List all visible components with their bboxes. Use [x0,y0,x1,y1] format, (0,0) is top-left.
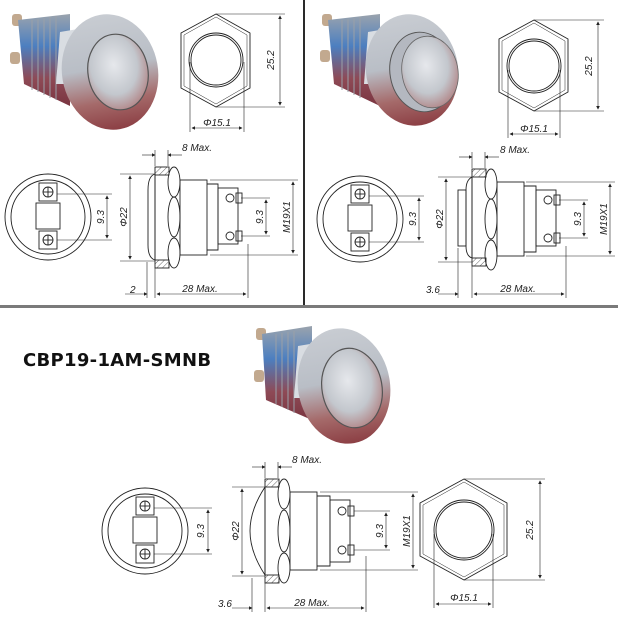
dim-rear-terminal-pitch: 9.3 [96,210,107,224]
front-view-hex [180,13,285,132]
dim-flange-diameter: Φ22 [231,521,242,541]
dim-button-diameter: Φ15.1 [520,124,548,135]
raised-head-button-photo [320,14,459,126]
dim-flange-diameter: Φ22 [435,209,446,229]
dim-thread: M19X1 [282,201,293,233]
dim-body-length: 28 Max. [293,598,330,609]
dim-rear-terminal-pitch: 9.3 [196,524,207,538]
front-view-hex [419,478,545,608]
dim-rear-terminal-pitch: 9.3 [408,212,419,226]
dim-across-flats: 25.2 [525,520,536,541]
dim-flange-diameter: Φ22 [119,207,130,227]
dim-bezel-thickness: 8 Max. [292,455,322,466]
panel-bottom: 9.3 [101,326,545,612]
side-view [120,150,298,298]
dim-side-terminal-pitch: 9.3 [375,524,386,538]
panel-top-right: 25.2 Φ15.1 9.3 [316,14,615,298]
dim-thread: M19X1 [402,515,413,547]
dim-across-flats: 25.2 [584,56,595,77]
dim-head-height: 3.6 [426,285,440,296]
dim-thread: M19X1 [599,203,610,235]
dim-head-height: 3.6 [218,599,232,610]
vertical-divider [303,0,305,307]
rear-view [4,173,112,261]
front-view-hex [498,19,604,138]
domed-head-button-photo [254,326,391,444]
flat-head-button-photo [10,14,159,130]
dim-button-diameter: Φ15.1 [203,118,231,129]
part-number-title: CBP19-1AM-SMNB [23,350,212,371]
side-view [438,152,615,298]
dim-body-length: 28 Max. [499,284,536,295]
dim-bezel-thickness: 8 Max. [500,145,530,156]
side-view [232,462,418,612]
dim-head-height: 2 [129,285,136,296]
dim-body-length: 28 Max. [181,284,218,295]
horizontal-divider [0,305,618,308]
dim-across-flats: 25.2 [266,50,277,71]
rear-view [316,175,424,263]
dim-button-diameter: Φ15.1 [450,593,478,604]
dim-bezel-thickness: 8 Max. [182,143,212,154]
panel-top-left: 25.2 Φ15.1 9.3 [4,13,298,298]
rear-view [101,487,212,575]
dim-side-terminal-pitch: 9.3 [255,210,266,224]
dim-side-terminal-pitch: 9.3 [573,212,584,226]
